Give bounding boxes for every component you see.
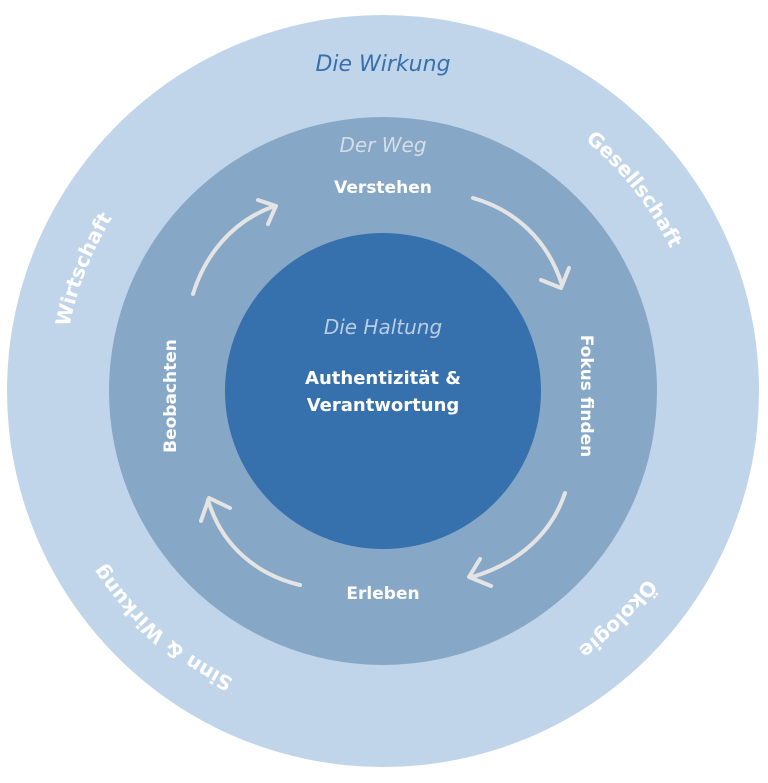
arrow-verstehen-to-fokus xyxy=(471,196,571,290)
inner-core-line-2: Verantwortung xyxy=(307,395,460,416)
step-fokus-finden: Fokus finden xyxy=(576,335,596,458)
outer-ring-title: Die Wirkung xyxy=(315,52,450,77)
step-erleben: Erleben xyxy=(346,584,419,604)
arrow-beobachten-to-verstehen xyxy=(191,198,278,296)
arrow-erleben-to-beobachten xyxy=(199,496,302,587)
inner-core-line-1: Authentizität & xyxy=(305,368,461,389)
step-verstehen: Verstehen xyxy=(334,178,432,198)
arrow-fokus-to-erleben xyxy=(467,491,567,588)
inner-circle xyxy=(225,233,541,549)
step-beobachten: Beobachten xyxy=(161,339,181,453)
middle-ring-title: Der Weg xyxy=(339,133,426,157)
inner-circle-title: Die Haltung xyxy=(324,315,442,339)
